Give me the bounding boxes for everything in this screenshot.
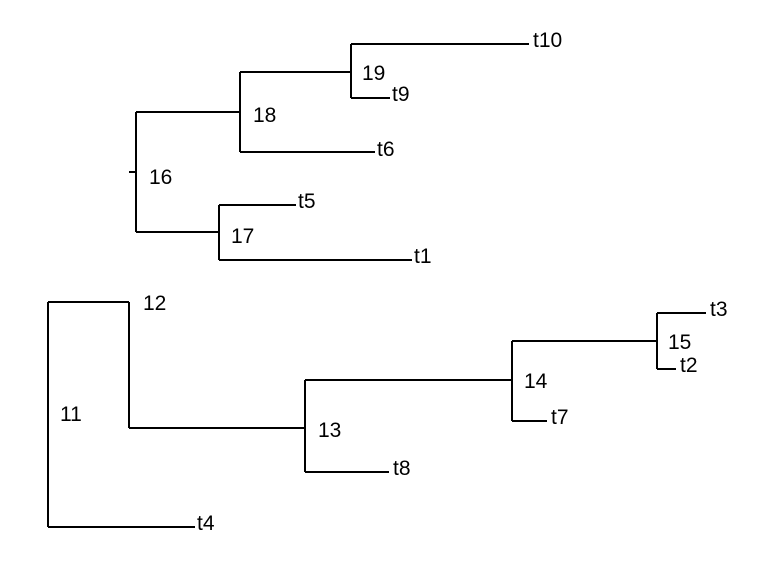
internal-node-label-17: 17 bbox=[231, 225, 255, 248]
internal-node-label-14: 14 bbox=[524, 370, 548, 393]
tip-label-t4: t4 bbox=[197, 512, 215, 535]
tip-label-t7: t7 bbox=[551, 406, 569, 429]
tip-label-t2: t2 bbox=[680, 354, 698, 377]
internal-node-label-11: 11 bbox=[60, 403, 82, 426]
tip-label-t10: t10 bbox=[533, 29, 563, 52]
tree-branch-group bbox=[47, 43, 706, 528]
tip-label-t9: t9 bbox=[392, 83, 410, 106]
tip-label-t8: t8 bbox=[393, 457, 411, 480]
tip-label-t6: t6 bbox=[377, 138, 395, 161]
internal-node-label-16: 16 bbox=[149, 166, 173, 189]
tip-label-t3: t3 bbox=[710, 298, 728, 321]
internal-node-label-15: 15 bbox=[668, 331, 692, 354]
internal-node-label-12: 12 bbox=[143, 292, 167, 315]
tip-label-t5: t5 bbox=[298, 190, 316, 213]
internal-node-label-19: 19 bbox=[362, 62, 386, 85]
internal-node-label-13: 13 bbox=[318, 419, 342, 442]
tip-label-t1: t1 bbox=[414, 245, 432, 268]
internal-node-label-18: 18 bbox=[253, 104, 277, 127]
